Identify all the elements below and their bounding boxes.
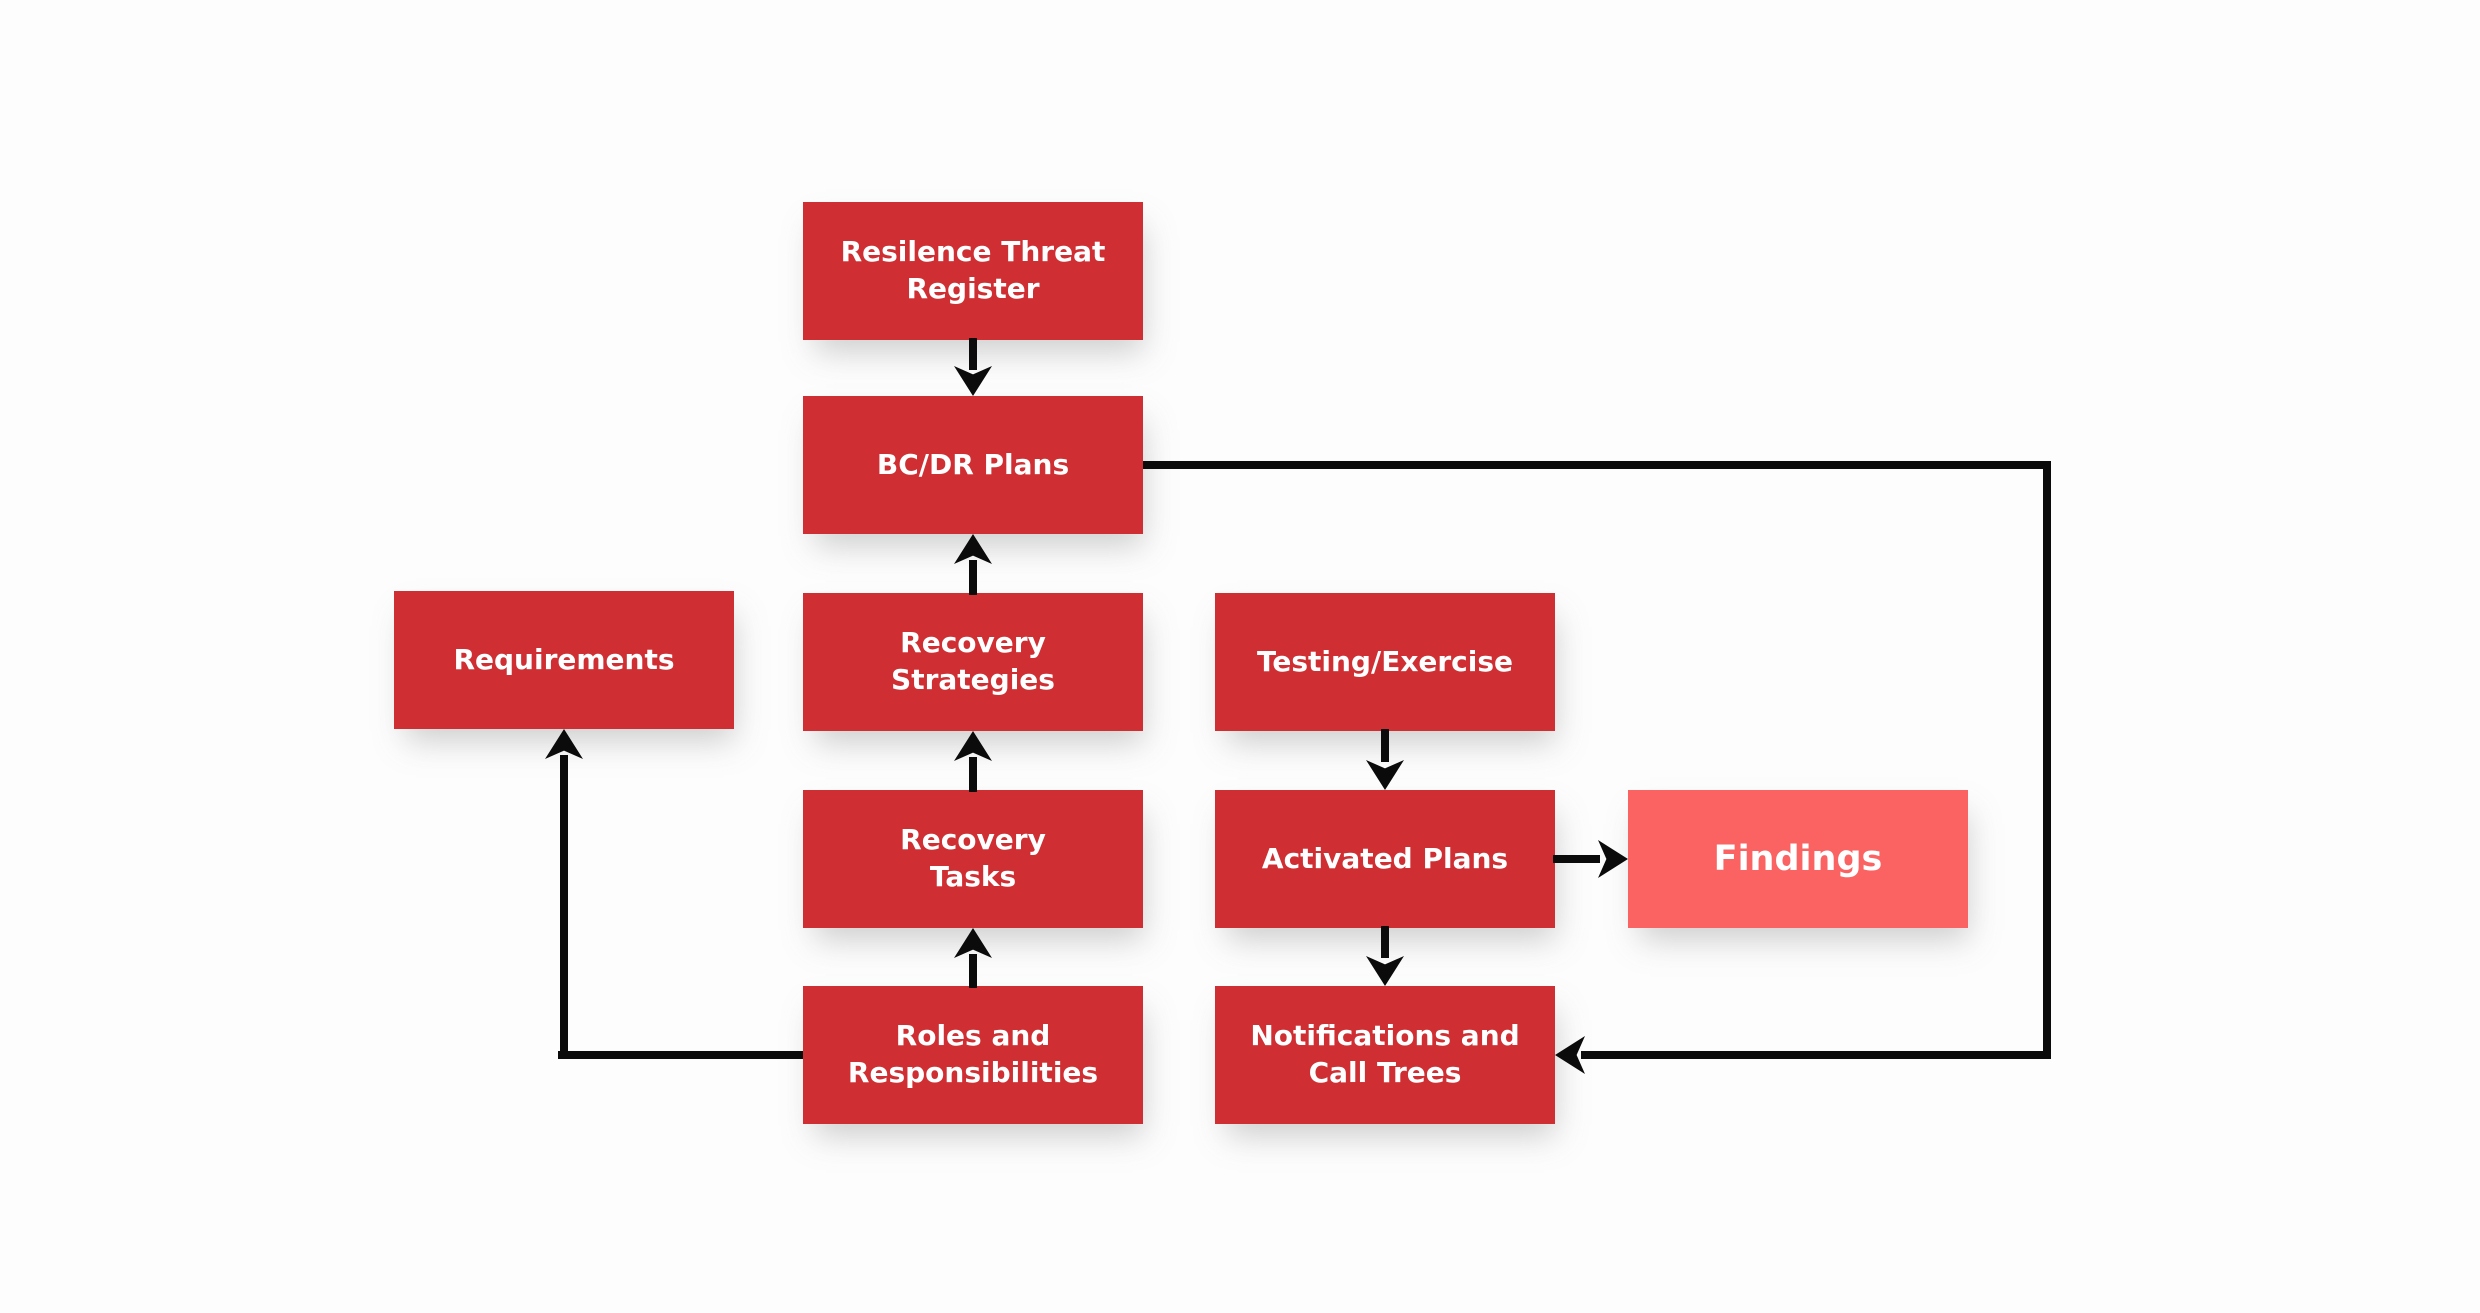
node-label-recovery-strategies: Recovery Strategies	[891, 626, 1055, 696]
node-requirements: Requirements	[394, 591, 734, 729]
node-label-activated-plans: Activated Plans	[1261, 841, 1509, 875]
arrow-activated-to-notifications-shaft	[1381, 926, 1389, 958]
node-label-roles-and-responsibilities: Roles and Responsibilities	[847, 1019, 1099, 1089]
arrow-bcdr-to-notifications-shaft-top	[1143, 461, 2051, 469]
node-label-recovery-tasks: Recovery Tasks	[900, 823, 1046, 893]
node-notifications-and-call-trees: Notifications and Call Trees	[1215, 986, 1555, 1124]
node-label-testing-exercise: Testing/Exercise	[1256, 644, 1514, 678]
arrow-activated-to-findings-shaft	[1553, 855, 1600, 863]
node-activated-plans: Activated Plans	[1215, 790, 1555, 928]
node-label-resilence-threat-register: Resilence Threat Register	[840, 235, 1106, 305]
node-findings: Findings	[1628, 790, 1968, 928]
arrow-testing-to-activated-head-icon	[1366, 760, 1404, 790]
node-resilence-threat-register: Resilence Threat Register	[803, 202, 1143, 340]
arrow-bcdr-to-notifications-shaft-bottom	[1581, 1051, 2051, 1059]
node-label-findings: Findings	[1713, 838, 1883, 879]
node-roles-and-responsibilities: Roles and Responsibilities	[803, 986, 1143, 1124]
arrow-resilence-to-bcdr-shaft	[969, 338, 977, 370]
arrow-resilence-to-bcdr-head-icon	[954, 366, 992, 396]
arrow-roles-to-tasks-shaft	[969, 954, 977, 988]
arrow-bcdr-to-notifications-shaft-vertical	[2043, 461, 2051, 1059]
node-recovery-strategies: Recovery Strategies	[803, 593, 1143, 731]
node-label-bcdr-plans: BC/DR Plans	[876, 447, 1070, 481]
arrow-activated-to-findings-head-icon	[1598, 840, 1628, 878]
node-testing-exercise: Testing/Exercise	[1215, 593, 1555, 731]
arrow-tasks-to-strategies-shaft	[969, 757, 977, 792]
arrow-roles-to-requirements-shaft-horizontal	[558, 1051, 803, 1059]
node-label-requirements: Requirements	[453, 642, 675, 676]
arrow-activated-to-notifications-head-icon	[1366, 956, 1404, 986]
node-recovery-tasks: Recovery Tasks	[803, 790, 1143, 928]
arrow-testing-to-activated-shaft	[1381, 729, 1389, 762]
arrow-roles-to-requirements-shaft-vertical	[560, 755, 568, 1059]
node-label-notifications-and-call-trees: Notifications and Call Trees	[1250, 1019, 1520, 1089]
node-bcdr-plans: BC/DR Plans	[803, 396, 1143, 534]
arrow-strategies-to-bcdr-shaft	[969, 560, 977, 595]
